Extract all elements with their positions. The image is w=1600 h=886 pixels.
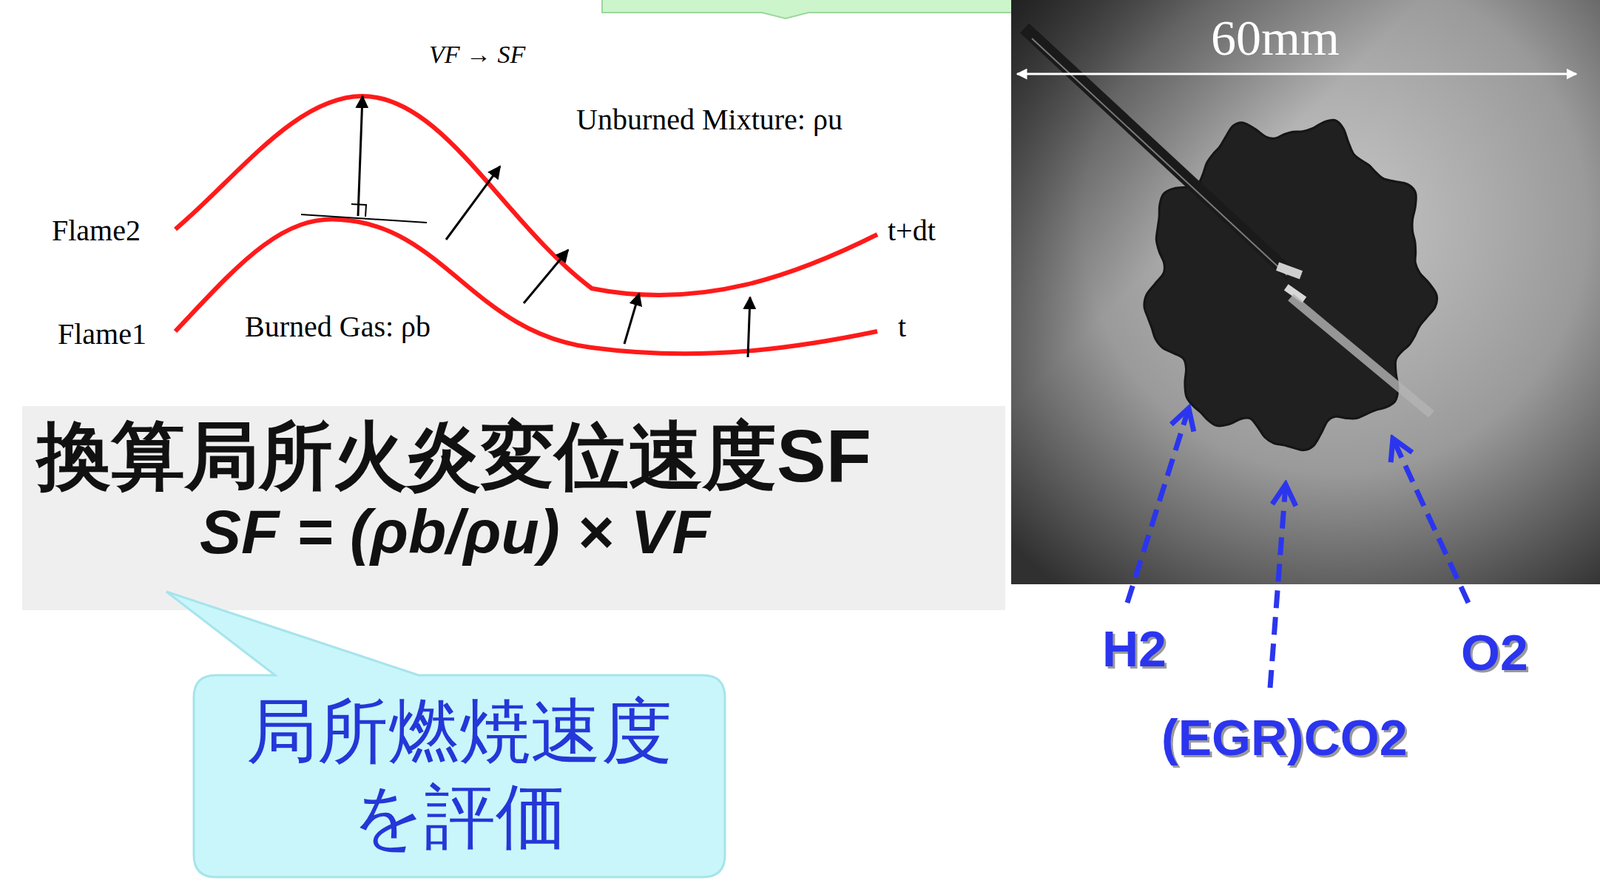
gas-label: O2 [1460, 625, 1529, 681]
flame1-curve [175, 219, 878, 355]
gas-label: (EGR)CO2 [1161, 710, 1407, 766]
green-callout [602, 0, 1021, 19]
flame-kernel [1144, 119, 1438, 451]
photo-ground [1011, 0, 1600, 585]
displacement-arrow [624, 293, 640, 344]
velocity-label: VF → SF [429, 40, 526, 69]
curve-label: Flame2 [51, 214, 141, 248]
flame-group [1144, 119, 1438, 451]
formula-band: 換算局所火炎変位速度SFSF = (ρb/ρu) × VF [22, 406, 1006, 611]
displacement-arrow [523, 250, 569, 304]
callout-text: 局所燃焼速度 を評価 [215, 688, 703, 859]
gas-label: H2 [1102, 621, 1167, 677]
flame2-curve [175, 96, 878, 296]
displacement-arrow [446, 166, 501, 240]
time-label: t+dt [887, 214, 936, 248]
callout-shape [166, 591, 725, 878]
formula-text: SF = (ρb/ρu) × VF [199, 496, 991, 569]
callout-box: 局所燃焼速度 を評価 [193, 675, 725, 878]
dimension-label: 60mm [1210, 10, 1340, 66]
photo-shade [1011, 0, 1600, 585]
gas-arrow [1127, 408, 1189, 603]
gas-arrow [1392, 438, 1469, 603]
region-label: Unburned Mixture: ρu [576, 103, 843, 137]
tangent-line [301, 214, 427, 223]
probe-rod-light [1290, 297, 1432, 415]
displacement-arrow [358, 96, 363, 216]
gas-arrow [1270, 484, 1286, 688]
time-label: t [898, 310, 907, 344]
curve-label: Flame1 [57, 318, 147, 351]
displacement-arrow [747, 297, 751, 358]
dimension-arrow [1017, 73, 1577, 76]
region-label: Burned Gas: ρb [244, 310, 431, 344]
heading-text: 換算局所火炎変位速度SF [36, 414, 991, 497]
electrode [1276, 262, 1303, 280]
